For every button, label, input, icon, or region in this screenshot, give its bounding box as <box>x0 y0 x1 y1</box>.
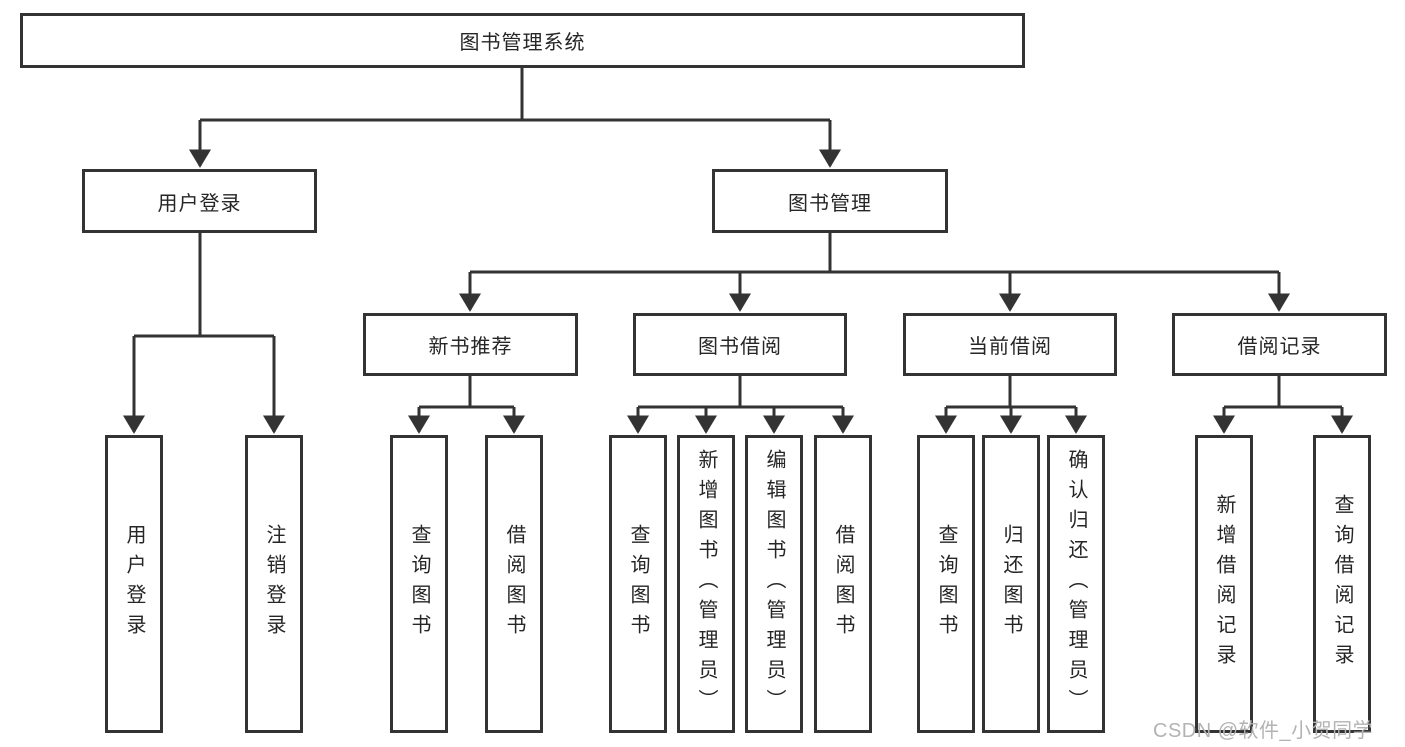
node-current-borrow: 当前借阅 <box>903 313 1117 376</box>
leaf-add-borrow-record: 新增借阅记录 <box>1195 435 1253 733</box>
node-new-book-recommend: 新书推荐 <box>363 313 578 376</box>
node-book-borrow: 图书借阅 <box>633 313 847 376</box>
leaf-user-login: 用户登录 <box>105 435 163 733</box>
leaf-return-book: 归还图书 <box>982 435 1040 733</box>
node-borrow-records: 借阅记录 <box>1172 313 1387 376</box>
leaf-add-book-admin: 新增图书（管理员） <box>677 435 735 733</box>
node-library-management-system: 图书管理系统 <box>20 13 1025 68</box>
leaf-query-borrow-record: 查询借阅记录 <box>1313 435 1371 733</box>
leaf-query-book-borrow: 查询图书 <box>609 435 667 733</box>
leaf-logout: 注销登录 <box>245 435 303 733</box>
leaf-borrow-book: 借阅图书 <box>814 435 872 733</box>
leaf-query-book-current: 查询图书 <box>917 435 975 733</box>
leaf-query-book-recommend: 查询图书 <box>390 435 448 733</box>
csdn-watermark: CSDN @软件_小贺同学 <box>1153 720 1374 742</box>
node-book-management: 图书管理 <box>712 169 948 233</box>
leaf-edit-book-admin: 编辑图书（管理员） <box>745 435 803 733</box>
node-user-login: 用户登录 <box>82 169 317 233</box>
leaf-confirm-return-admin: 确认归还（管理员） <box>1047 435 1105 733</box>
leaf-borrow-book-recommend: 借阅图书 <box>485 435 543 733</box>
